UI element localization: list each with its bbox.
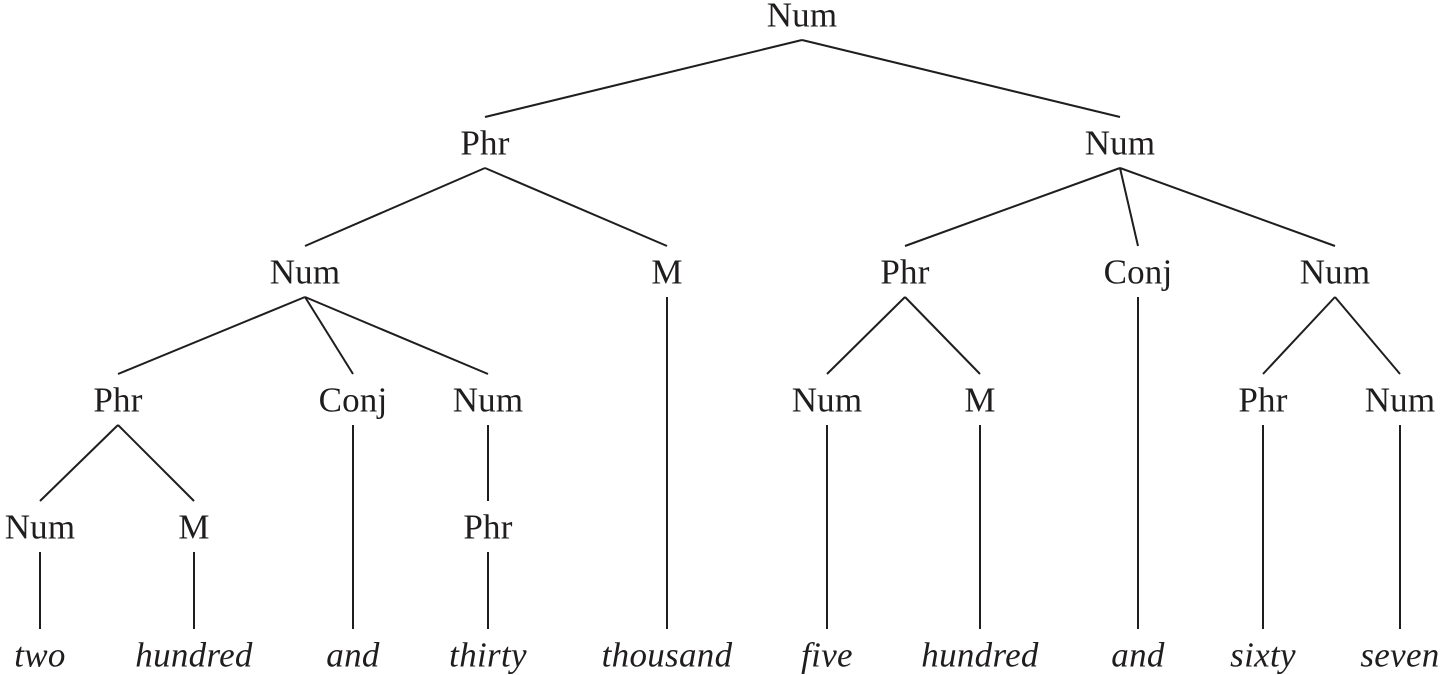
tree-node-num: Num <box>4 507 76 547</box>
tree-edge <box>1334 296 1401 375</box>
tree-node-conj: Conj <box>1103 252 1173 292</box>
tree-edge <box>304 296 489 375</box>
tree-leaf-word-thousand: thousand <box>601 635 733 675</box>
tree-edge <box>304 296 354 375</box>
tree-node-num: Num <box>1299 252 1371 292</box>
tree-edge <box>484 167 668 247</box>
tree-node-phr: Phr <box>463 507 513 547</box>
tree-leaf-word-seven: seven <box>1360 635 1440 675</box>
tree-node-num: Num <box>269 252 341 292</box>
tree-edge <box>1119 167 1139 247</box>
tree-node-phr: Phr <box>460 123 510 163</box>
tree-leaf-word-five: five <box>801 635 853 675</box>
tree-leaf-word-hundred: hundred <box>135 635 253 675</box>
tree-node-num: Num <box>452 380 524 420</box>
tree-leaf-word-hundred: hundred <box>921 635 1039 675</box>
tree-leaf-word-thirty: thirty <box>449 635 527 675</box>
tree-leaf-word-two: two <box>14 635 66 675</box>
tree-leaf-word-and: and <box>1111 635 1165 675</box>
tree-edge <box>39 424 119 502</box>
tree-edge <box>117 424 195 502</box>
tree-node-m: M <box>964 380 996 420</box>
tree-edge <box>1119 167 1336 247</box>
tree-node-m: M <box>651 252 683 292</box>
tree-node-phr: Phr <box>880 252 930 292</box>
tree-edge <box>484 39 803 118</box>
tree-leaf-word-and: and <box>326 635 380 675</box>
tree-edge <box>801 39 1121 118</box>
tree-edge <box>117 296 306 375</box>
tree-node-conj: Conj <box>318 380 388 420</box>
tree-edge <box>904 296 981 375</box>
tree-edge <box>304 167 486 247</box>
tree-node-m: M <box>178 507 210 547</box>
tree-node-phr: Phr <box>93 380 143 420</box>
tree-edge <box>826 296 906 375</box>
tree-edge <box>1262 296 1336 375</box>
tree-node-num: Num <box>791 380 863 420</box>
tree-node-num: Num <box>766 0 838 35</box>
tree-leaf-word-sixty: sixty <box>1230 635 1296 675</box>
tree-edge <box>904 167 1121 247</box>
tree-node-num: Num <box>1364 380 1436 420</box>
tree-node-num: Num <box>1084 123 1156 163</box>
tree-node-phr: Phr <box>1238 380 1288 420</box>
